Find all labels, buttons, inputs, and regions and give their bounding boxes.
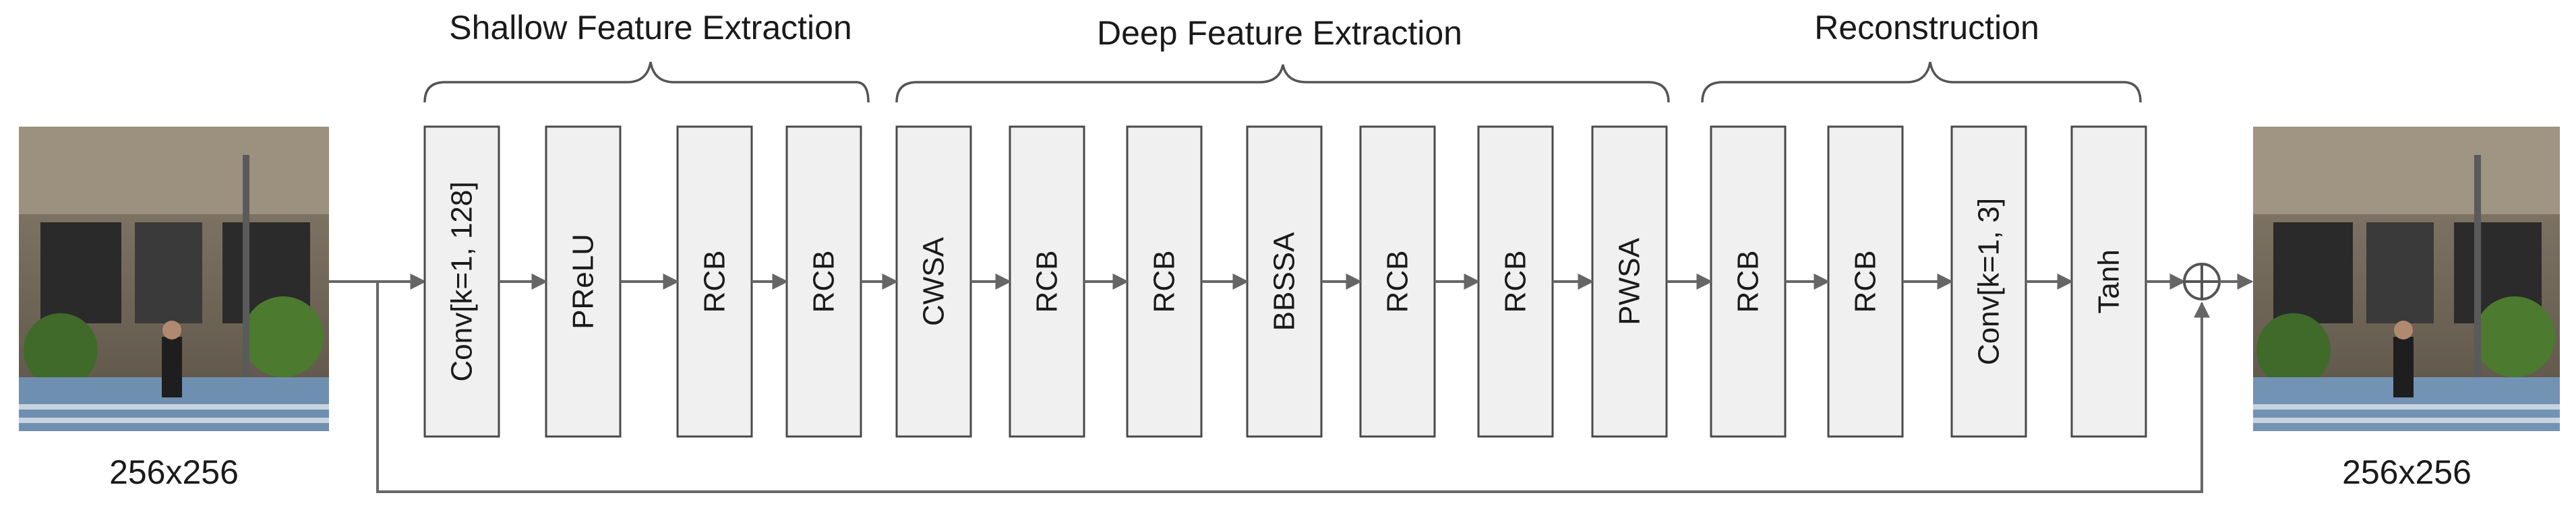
block-8: BBSSA — [1246, 125, 1323, 438]
block-box — [1359, 125, 1436, 438]
block-9: RCB — [1359, 125, 1436, 438]
block-box — [423, 125, 500, 438]
block-box — [676, 125, 753, 438]
block-label: RCB — [1381, 251, 1414, 313]
block-label: RCB — [1849, 251, 1882, 313]
block-1: Conv[k=1, 128] — [423, 125, 500, 438]
brace-deep — [895, 64, 1670, 103]
block-label: CWSA — [918, 236, 951, 326]
blocks-group: Conv[k=1, 128] PReLU RCB RCB CWSA RCB RCB BBSSA… — [423, 125, 2147, 438]
block-3: RCB — [676, 125, 753, 438]
block-5: CWSA — [895, 125, 972, 438]
block-13: RCB — [1827, 125, 1904, 438]
block-10: RCB — [1477, 125, 1554, 438]
block-box — [1246, 125, 1323, 438]
block-label: Conv[k=1, 128] — [446, 181, 479, 381]
block-box — [1827, 125, 1904, 438]
block-12: RCB — [1710, 125, 1787, 438]
block-label: RCB — [808, 251, 841, 313]
block-2: PReLU — [545, 125, 622, 438]
block-label: PWSA — [1613, 238, 1646, 325]
block-label: PReLU — [567, 234, 600, 329]
block-box — [1950, 125, 2027, 438]
stage-title-deep: Deep Feature Extraction — [1097, 14, 1462, 52]
block-6: RCB — [1009, 125, 1085, 438]
block-box — [1710, 125, 1787, 438]
block-box — [545, 125, 622, 438]
block-label: RCB — [1499, 251, 1532, 313]
block-label: Conv[k=1, 3] — [1973, 198, 2006, 365]
block-box — [1591, 125, 1668, 438]
stage-title-reconstruction: Reconstruction — [1814, 9, 2039, 46]
block-label: RCB — [1732, 251, 1765, 313]
sum-node — [2183, 263, 2221, 300]
block-label: RCB — [698, 251, 731, 313]
brace-shallow — [423, 61, 870, 103]
input-size-label: 256x256 — [109, 453, 239, 491]
block-label: Tanh — [2093, 249, 2126, 313]
output-image — [2253, 127, 2560, 431]
block-7: RCB — [1126, 125, 1203, 438]
skip-connection — [376, 282, 2210, 493]
output-size-label: 256x256 — [2342, 453, 2472, 491]
block-label: BBSSA — [1268, 232, 1301, 331]
block-15: Tanh — [2070, 125, 2147, 438]
block-label: RCB — [1148, 251, 1181, 313]
input-image — [19, 127, 329, 431]
block-label: RCB — [1031, 251, 1064, 313]
block-4: RCB — [785, 125, 862, 438]
block-14: Conv[k=1, 3] — [1950, 125, 2027, 438]
block-box — [1477, 125, 1554, 438]
block-11: PWSA — [1591, 125, 1668, 438]
stage-title-shallow: Shallow Feature Extraction — [449, 9, 852, 46]
brace-reconstruction — [1701, 61, 2142, 103]
